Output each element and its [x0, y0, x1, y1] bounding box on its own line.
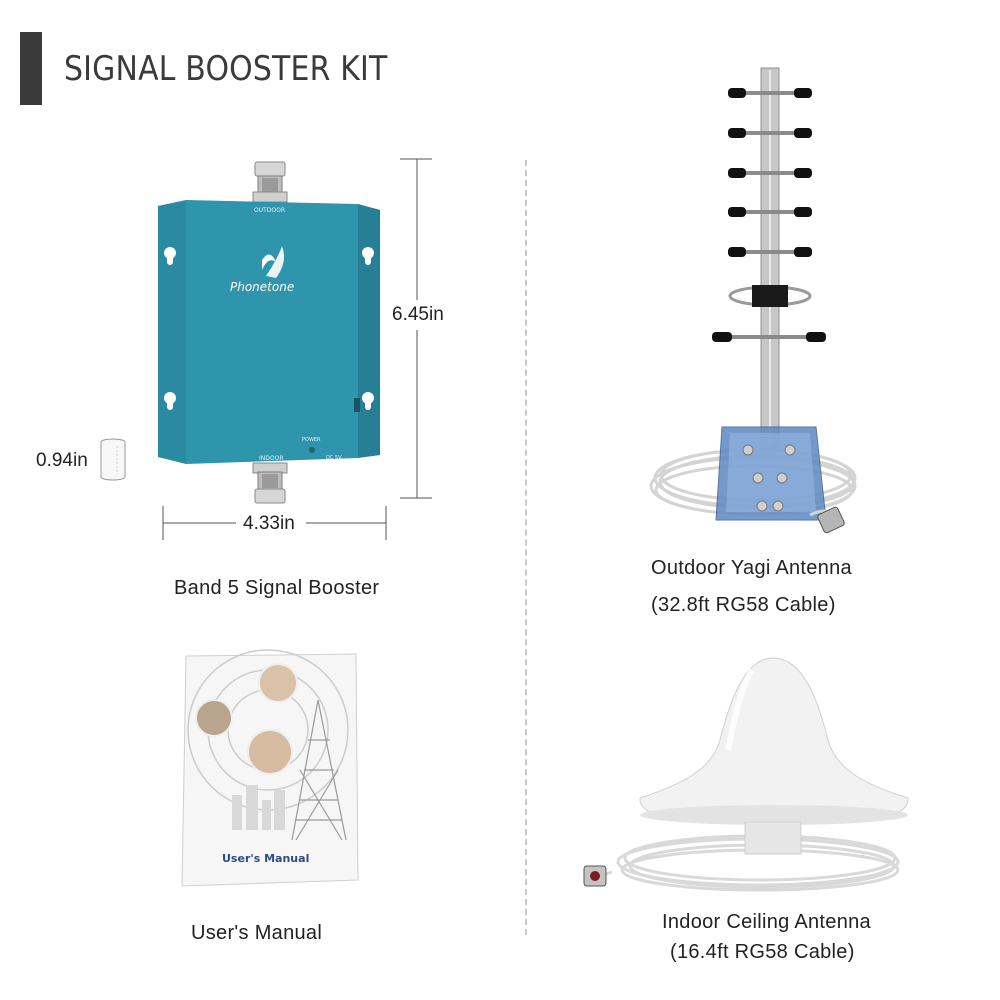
- dc-label: DC 5V: [326, 455, 342, 461]
- booster-brand-text: Phonetone: [230, 280, 294, 294]
- section-divider: [525, 160, 527, 935]
- ceiling-cable-connector: [583, 865, 607, 887]
- height-dimension: [400, 158, 432, 499]
- manual-tower-graphic: [291, 699, 347, 841]
- ceiling-caption-line1: Indoor Ceiling Antenna: [662, 911, 871, 933]
- outdoor-port-label: OUTDOOR: [254, 207, 285, 214]
- mounting-holes: [164, 247, 374, 410]
- height-label: 6.45in: [392, 304, 444, 325]
- outdoor-connector: [252, 161, 288, 203]
- indoor-port-label: INDOOR: [259, 455, 284, 462]
- yagi-caption-line2: (32.8ft RG58 Cable): [651, 594, 836, 616]
- ceiling-antenna-dome: [639, 657, 909, 823]
- ceiling-antenna-base: [744, 821, 802, 855]
- yagi-cable-connector: [809, 506, 845, 534]
- power-label: POWER: [302, 437, 321, 443]
- ceiling-caption-line2: (16.4ft RG58 Cable): [670, 941, 855, 963]
- booster-front-face: [186, 200, 358, 464]
- depth-cylinder-icon: [100, 438, 126, 481]
- booster-caption: Band 5 Signal Booster: [174, 577, 380, 599]
- manual-caption: User's Manual: [191, 922, 323, 944]
- phonetone-logo: Phonetone: [230, 246, 294, 294]
- yagi-mount-clamp: [728, 285, 812, 307]
- page-title: SIGNAL BOOSTER KIT: [64, 49, 388, 89]
- width-label: 4.33in: [243, 513, 295, 534]
- manual-cityscape: [232, 785, 285, 830]
- indoor-connector: [252, 462, 288, 504]
- title-accent-bar: [20, 32, 42, 105]
- yagi-caption-line1: Outdoor Yagi Antenna: [651, 557, 852, 579]
- power-led: [309, 447, 315, 453]
- yagi-elements: [712, 88, 826, 342]
- yagi-feed-box: [715, 426, 827, 521]
- width-dimension: [162, 506, 387, 540]
- manual-photo-circles: [195, 663, 298, 775]
- manual-cover-title: User's Manual: [222, 852, 309, 865]
- depth-label: 0.94in: [36, 450, 88, 471]
